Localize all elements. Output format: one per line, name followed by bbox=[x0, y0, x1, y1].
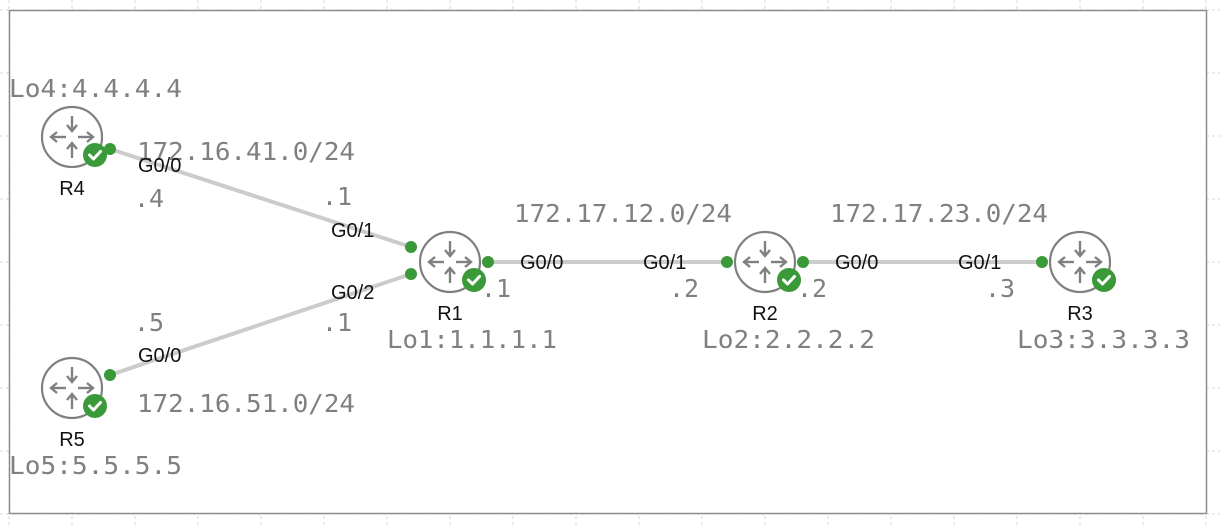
status-ok-icon bbox=[1090, 266, 1118, 294]
interface-label-r2-g00: G0/0 bbox=[835, 252, 878, 274]
host-label-r2-g00: .2 bbox=[797, 274, 827, 303]
link-r4-r1[interactable] bbox=[109, 147, 412, 249]
status-ok-icon bbox=[460, 266, 488, 294]
interface-label-r2-g01: G0/1 bbox=[643, 252, 686, 274]
port-r1-g00[interactable] bbox=[482, 256, 494, 268]
interface-label-r4-g00: G0/0 bbox=[138, 155, 181, 177]
subnet-label-r1-r2: 172.17.12.0/24 bbox=[514, 199, 732, 228]
port-r2-g01[interactable] bbox=[721, 256, 733, 268]
loopback-label-r4: Lo4:4.4.4.4 bbox=[9, 74, 182, 103]
loopback-label-r2: Lo2:2.2.2.2 bbox=[702, 325, 875, 354]
host-label-r1-g00: .1 bbox=[481, 274, 511, 303]
links-layer bbox=[109, 147, 1042, 377]
interface-label-r1-g02: G0/2 bbox=[331, 282, 374, 304]
router-name-r1: R1 bbox=[437, 303, 463, 325]
loopback-label-r5: Lo5:5.5.5.5 bbox=[9, 451, 182, 480]
port-r3-g01[interactable] bbox=[1036, 256, 1048, 268]
router-name-r4: R4 bbox=[59, 178, 85, 200]
port-r5-g00[interactable] bbox=[104, 369, 116, 381]
loopback-labels: Lo4:4.4.4.4 Lo5:5.5.5.5 Lo1:1.1.1.1 Lo2:… bbox=[9, 74, 1190, 480]
status-ok-icon bbox=[81, 392, 109, 420]
router-name-r5: R5 bbox=[59, 429, 85, 451]
interface-label-r3-g01: G0/1 bbox=[958, 252, 1001, 274]
subnet-label-r2-r3: 172.17.23.0/24 bbox=[830, 199, 1048, 228]
host-label-r3: .3 bbox=[985, 274, 1015, 303]
router-name-r3: R3 bbox=[1067, 303, 1093, 325]
status-ok-icon bbox=[775, 266, 803, 294]
host-label-r4: .4 bbox=[134, 184, 164, 213]
host-label-r5: .5 bbox=[134, 308, 164, 337]
subnet-labels: 172.16.41.0/24 172.16.51.0/24 172.17.12.… bbox=[137, 137, 1048, 418]
host-label-r1-g01: .1 bbox=[322, 182, 352, 211]
subnet-label-r4-r1: 172.16.41.0/24 bbox=[137, 137, 355, 166]
status-ok-icon bbox=[81, 141, 109, 169]
port-r1-g02[interactable] bbox=[405, 268, 417, 280]
port-r2-g00[interactable] bbox=[797, 256, 809, 268]
port-r4-g00[interactable] bbox=[104, 143, 116, 155]
interface-label-r5-g00: G0/0 bbox=[138, 345, 181, 367]
router-names: R4 R5 R1 R2 R3 bbox=[59, 178, 1093, 451]
port-r1-g01[interactable] bbox=[405, 241, 417, 253]
link-r5-r1[interactable] bbox=[109, 272, 412, 377]
interface-label-r1-g00: G0/0 bbox=[520, 252, 563, 274]
host-label-r2-g01: .2 bbox=[669, 274, 699, 303]
router-name-r2: R2 bbox=[752, 303, 778, 325]
loopback-label-r3: Lo3:3.3.3.3 bbox=[1017, 325, 1190, 354]
host-label-r1-g02: .1 bbox=[322, 308, 352, 337]
ports-layer bbox=[104, 143, 1048, 381]
host-labels: .4 .1 .5 .1 .1 .2 .2 .3 bbox=[134, 182, 1015, 337]
subnet-label-r5-r1: 172.16.51.0/24 bbox=[137, 389, 355, 418]
interface-label-r1-g01: G0/1 bbox=[331, 220, 374, 242]
loopback-label-r1: Lo1:1.1.1.1 bbox=[387, 325, 557, 354]
interface-labels: G0/0 G0/1 G0/0 G0/2 G0/0 G0/1 G0/0 G0/1 bbox=[138, 155, 1001, 367]
